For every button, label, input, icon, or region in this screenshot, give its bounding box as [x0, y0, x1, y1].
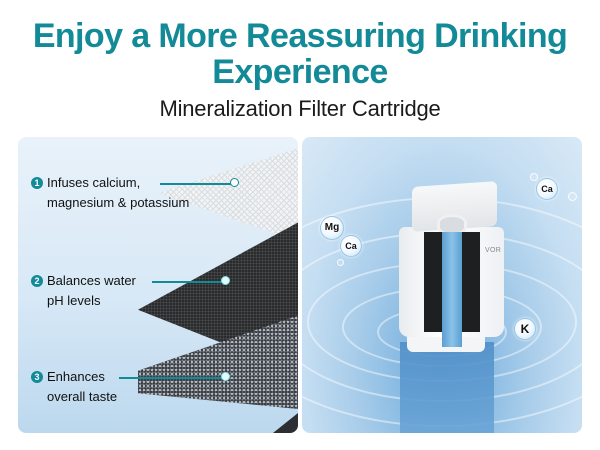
feature-3-marker-dot: [221, 372, 230, 381]
bubble-icon: [568, 192, 577, 201]
feature-1-marker-dot: [230, 178, 239, 187]
page-subtitle: Mineralization Filter Cartridge: [159, 96, 441, 121]
title-line-2: Experience: [212, 53, 388, 91]
feature-2-connector-line: [152, 281, 224, 283]
number-badge-3: 3: [31, 371, 43, 383]
feature-1-connector-line: [160, 183, 234, 185]
mineral-bubble-k: K: [514, 318, 536, 340]
number-badge-2: 2: [31, 275, 43, 287]
title-line-1: Enjoy a More Reassuring Drinking: [32, 17, 568, 55]
mineral-bubble-ca: Ca: [536, 178, 558, 200]
page-title: Enjoy a More Reassuring Drinking Experie…: [0, 18, 600, 90]
cartridge-brand-label: VOR: [485, 247, 502, 254]
feature-1-line-2: magnesium & potassium: [47, 195, 190, 210]
cartridge-reflection: [400, 342, 494, 433]
feature-2-marker-dot: [221, 276, 230, 285]
number-badge-1: 1: [31, 177, 43, 189]
mineral-bubble-mg: Mg: [320, 216, 344, 240]
product-image-panel: VOR Mg Ca Ca K: [302, 137, 582, 433]
feature-1: 1 Infuses calcium, magnesium & potassium: [31, 173, 189, 213]
cartridge-water-core: [442, 232, 462, 347]
feature-1-line-1: Infuses calcium,: [47, 175, 141, 190]
feature-2: 2 Balances water pH levels: [31, 271, 136, 311]
feature-2-line-2: pH levels: [47, 293, 101, 308]
feature-3-connector-line: [119, 377, 224, 379]
mineral-bubble-ca: Ca: [340, 235, 362, 257]
feature-3-line-1: Enhances: [47, 369, 105, 384]
cartridge-carbon-layer-right: [462, 232, 480, 332]
cartridge-carbon-layer-left: [424, 232, 442, 332]
bottom-layer-image: [258, 405, 298, 433]
feature-3: 3 Enhances overall taste: [31, 367, 117, 407]
header: Enjoy a More Reassuring Drinking Experie…: [0, 0, 600, 122]
bubble-icon: [337, 259, 344, 266]
feature-3-line-2: overall taste: [47, 389, 118, 404]
bubble-icon: [530, 173, 538, 181]
feature-2-line-1: Balances water: [47, 273, 136, 288]
